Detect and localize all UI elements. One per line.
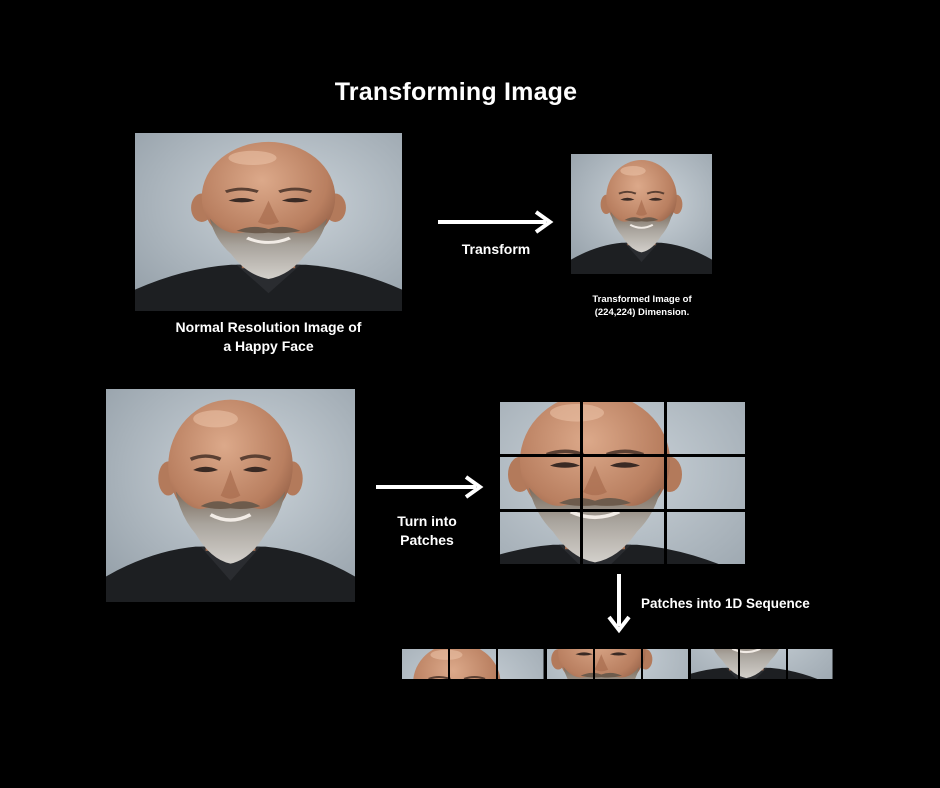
sequence-label: Patches into 1D Sequence [641, 596, 810, 611]
image-patch [667, 512, 747, 564]
sequence-patch [691, 649, 738, 679]
image-patch [583, 402, 663, 454]
patch-sequence [402, 649, 834, 679]
original-image [135, 133, 402, 311]
sequence-patch [594, 649, 642, 679]
transformed-caption-line1: Transformed Image of [592, 294, 692, 305]
image-patch [500, 512, 580, 564]
patch-arrow-icon [376, 475, 484, 499]
page-title: Transforming Image [334, 78, 578, 106]
patches-label-line2: Patches [400, 532, 454, 548]
image-patch [500, 457, 580, 509]
sequence-patch [450, 649, 497, 679]
face-photo [135, 133, 402, 311]
face-photo-large [106, 389, 355, 602]
transformed-caption: Transformed Image of (224,224) Dimension… [567, 293, 717, 319]
patches-label: Turn into Patches [386, 512, 468, 550]
face-photo-small [571, 154, 712, 274]
sequence-patch [498, 649, 544, 679]
sequence-patch [739, 649, 786, 679]
original-caption-line1: Normal Resolution Image of [175, 319, 362, 335]
image-patch [500, 402, 580, 454]
image-patch [583, 512, 663, 564]
original-caption: Normal Resolution Image of a Happy Face [150, 318, 387, 356]
input-image [106, 389, 355, 602]
transform-arrow-icon [438, 210, 554, 234]
sequence-patch [643, 649, 689, 679]
transformed-image [571, 154, 712, 274]
transformed-caption-line2: (224,224) Dimension. [594, 307, 690, 318]
patches-label-line1: Turn into [397, 513, 457, 529]
original-caption-line2: a Happy Face [223, 338, 314, 354]
transform-label: Transform [461, 241, 531, 257]
sequence-patch [402, 649, 449, 679]
sequence-patch [787, 649, 834, 679]
down-arrow-icon [607, 574, 631, 634]
image-patch [667, 457, 747, 509]
sequence-patch [546, 649, 593, 679]
patch-grid [500, 402, 747, 564]
image-patch [583, 457, 663, 509]
image-patch [667, 402, 747, 454]
